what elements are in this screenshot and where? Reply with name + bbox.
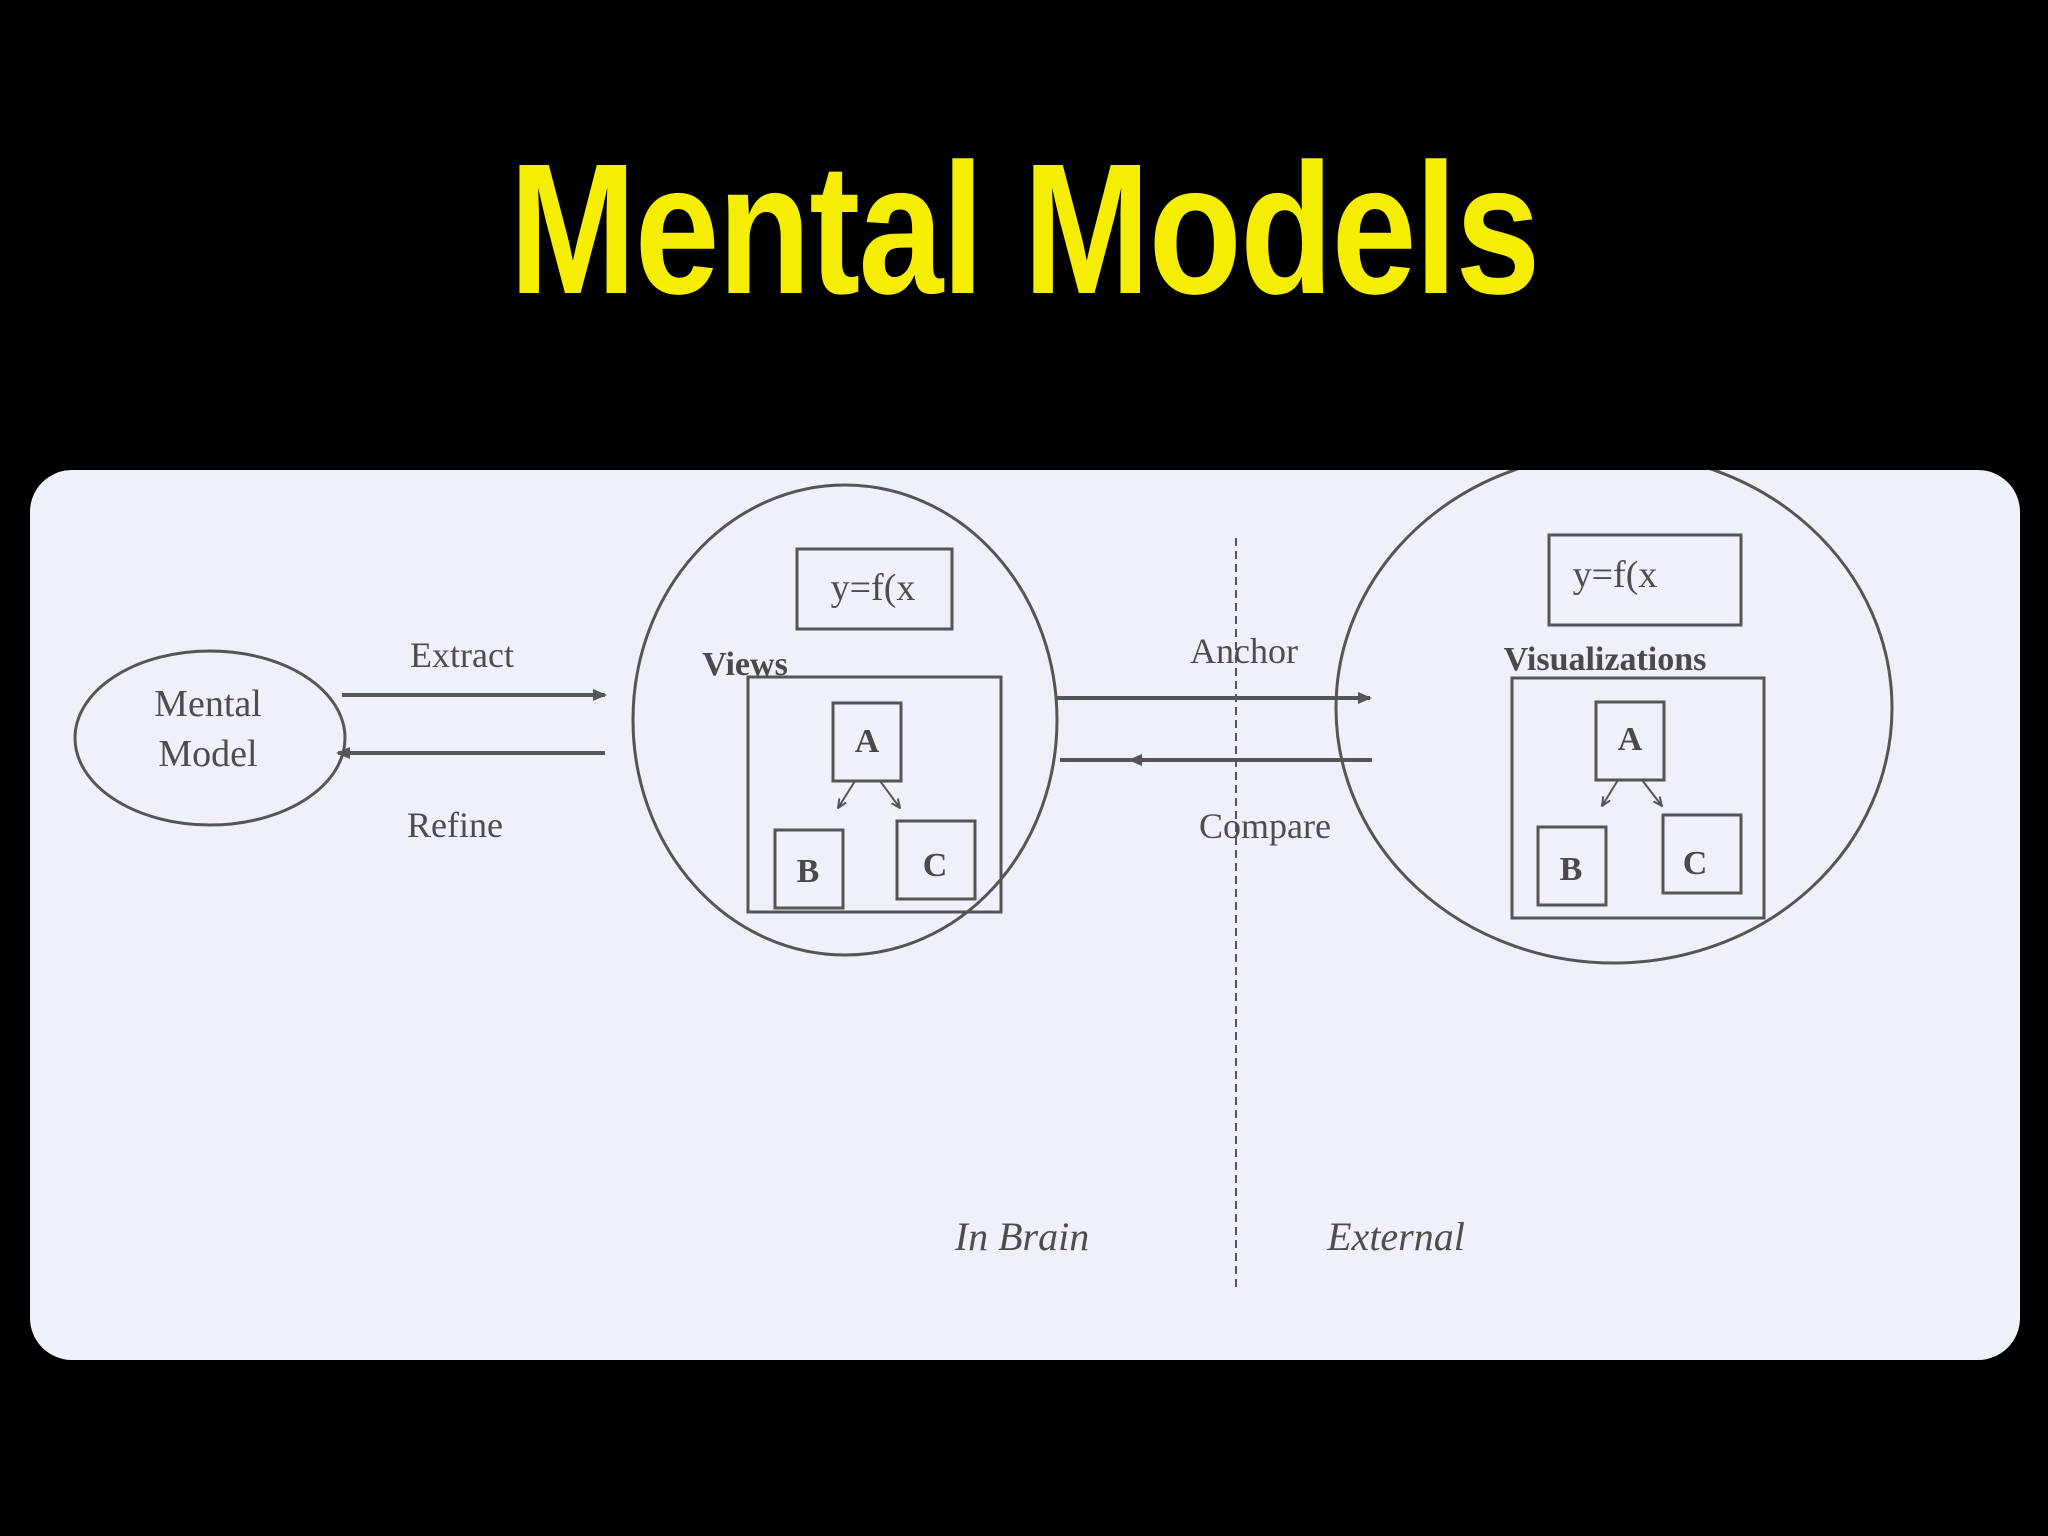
views-node-a-box <box>831 701 903 783</box>
views-node-c: C <box>923 847 948 884</box>
views-tree-box <box>746 675 1003 914</box>
visualizations-node-a: A <box>1618 721 1643 758</box>
refine-label: Refine <box>407 805 503 845</box>
anchor-label: Anchor <box>1190 631 1298 671</box>
views-edge-a-b <box>838 780 856 808</box>
views-node-b-box <box>773 828 845 910</box>
views-node-b: B <box>797 853 820 890</box>
views-node-c-box <box>895 819 977 901</box>
visualizations-node-a-box <box>1594 700 1666 782</box>
visualizations-tree-box <box>1510 676 1766 920</box>
visualizations-formula: y=f(x <box>1573 554 1658 596</box>
mental-model-label-line2: Model <box>158 733 257 775</box>
views-formula: y=f(x <box>831 567 916 609</box>
views-node-a: A <box>855 723 880 760</box>
extract-label: Extract <box>410 635 514 675</box>
visualizations-node-c-box <box>1661 813 1743 895</box>
mental-model-label-line1: Mental <box>154 683 262 725</box>
mental-model-node: Mental Model <box>73 649 347 827</box>
visualizations-node-c: C <box>1683 845 1708 882</box>
in-brain-label: In Brain <box>954 1214 1089 1259</box>
external-label: External <box>1326 1214 1465 1259</box>
views-edge-a-c <box>879 780 900 808</box>
visualizations-title: Visualizations <box>1504 641 1707 678</box>
visualizations-node-b: B <box>1560 851 1583 888</box>
visualizations-node: y=f(x Visualizations A B C <box>1334 470 1894 965</box>
compare-label: Compare <box>1199 806 1331 846</box>
visualizations-formula-box <box>1547 533 1743 627</box>
mental-model-diagram: Mental Model Extract Refine y=f(x Views … <box>73 470 1894 1290</box>
views-formula-box <box>795 547 954 631</box>
visualizations-node-b-box <box>1536 825 1608 907</box>
slide-title: Mental Models <box>509 126 1540 333</box>
views-node: y=f(x Views A B C <box>631 483 1059 957</box>
visualizations-edge-a-c <box>1641 779 1662 806</box>
visualizations-edge-a-b <box>1602 779 1619 806</box>
diagram-panel: Mental Model Extract Refine y=f(x Views … <box>30 470 2020 1360</box>
